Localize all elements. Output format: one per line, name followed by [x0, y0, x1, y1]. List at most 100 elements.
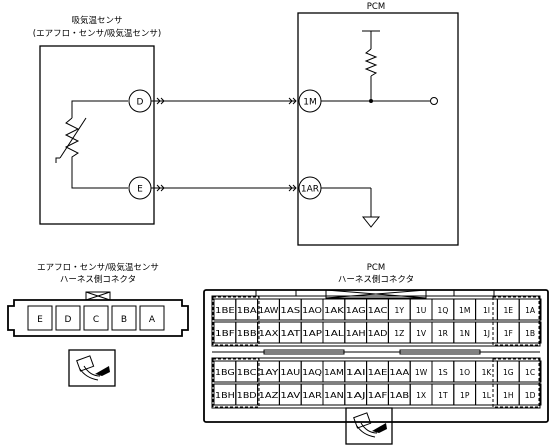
pcm-harness-side-view-icon [345, 407, 393, 445]
pcm-connector-pin-label: 1Q [437, 306, 448, 315]
pcm-connector-pin-label: 1AO [302, 306, 322, 315]
pcm-connector-pin-label: 1BE [215, 306, 235, 315]
pcm-connector-pin-label: 1R [438, 329, 449, 338]
pcm-connector-pin-cell [518, 360, 542, 383]
pcm-connector-pin-label: 1E [503, 306, 513, 315]
sensor-connector-pin-label: E [37, 315, 43, 325]
pcm-pin-1ar-label: 1AR [301, 185, 319, 195]
sensor-subtitle: (エアフロ・センサ/吸気温センサ) [33, 28, 162, 39]
pcm-connector-pin-label: 1BF [215, 329, 235, 338]
pcm-connector-pin-label: 1S [438, 368, 448, 377]
sensor-connector-pin-label: C [93, 315, 99, 325]
thermistor-symbol [55, 117, 87, 163]
connector-chevrons-pcm-1m [288, 97, 297, 105]
pcm-connector-pin-label: 1M [459, 306, 470, 315]
sensor-connector-pin-label: A [149, 315, 156, 325]
pcm-connector-pin-label: 1F [504, 329, 513, 338]
pcm-connector-pin-label: 1N [459, 329, 470, 338]
sensor-connector-pin-cell [27, 305, 53, 331]
connector-chevrons-sensor-d [156, 97, 165, 105]
pcm-connector-pin-label: 1O [459, 368, 470, 377]
pcm-connector-pin-cell [518, 298, 542, 321]
sensor-connector-pin-cell [83, 305, 109, 331]
pcm-connector-pin-label: 1T [438, 391, 448, 400]
sensor-connector-pin-label: D [65, 315, 72, 325]
pcm-title: PCM [367, 2, 385, 12]
pcm-connector-pin-label: 1AB [389, 391, 409, 400]
connector-chevrons-pcm-1ar [288, 184, 297, 192]
sensor-pin-e-label: E [137, 185, 143, 195]
pcm-connector-pin-label: 1AV [280, 391, 301, 400]
pcm-connector-pin-label: 1AM [324, 368, 344, 377]
pcm-connector-pin-label: 1AR [302, 391, 323, 400]
pcm-connector-pin-label: 1AZ [259, 391, 279, 400]
pcm-connector-pin-label: 1AY [259, 368, 279, 377]
thermistor-wire [71, 100, 128, 189]
harness-side-view-icon [68, 349, 116, 387]
sensor-pin-d-label: D [137, 98, 144, 108]
pcm-connector-pin-label: 1G [503, 368, 514, 377]
sensor-connector-pin-cell [55, 305, 81, 331]
sensor-connector-face [7, 291, 189, 337]
sensor-box [39, 45, 155, 225]
pcm-connector-pin-label: 1I [483, 306, 490, 315]
pcm-connector-pin-label: 1AI [346, 368, 366, 377]
sensor-connector-title-1: エアフロ・センサ/吸気温センサ [37, 262, 159, 273]
pcm-connector-pin-label: 1AQ [302, 368, 322, 377]
sensor-connector-pin-cell [139, 305, 165, 331]
pcm-connector-pin-label: 1W [415, 368, 428, 377]
pcm-connector-pin-label: 1U [416, 306, 426, 315]
pcm-connector-pin-cell [518, 383, 542, 406]
pcm-connector-pin-label: 1AL [324, 329, 345, 338]
pcm-connector-pin-label: 1AC [368, 306, 388, 315]
pcm-connector-pin-label: 1AD [368, 329, 388, 338]
pcm-connector-pin-label: 1BH [215, 391, 235, 400]
pcm-connector-pin-label: 1X [416, 391, 426, 400]
pcm-connector-pin-label: 1BA [237, 306, 258, 315]
pcm-connector-pin-label: 1AG [346, 306, 366, 315]
pcm-box [297, 12, 459, 246]
pcm-connector-pin-label: 1AP [302, 329, 322, 338]
pcm-connector-title-2: ハーネス側コネクタ [338, 274, 414, 285]
pcm-connector-pin-label: 1AT [280, 329, 300, 338]
pcm-connector-pin-label: 1AK [324, 306, 345, 315]
pcm-connector-pin-label: 1AN [324, 391, 344, 400]
pcm-pin-1m-label: 1M [303, 98, 317, 108]
pcm-connector-pin-label: 1BC [237, 368, 257, 377]
pcm-connector-pin-label: 1AW [259, 306, 279, 315]
pcm-connector-pin-label: 1V [416, 329, 427, 338]
pcm-connector-pin-label: 1D [525, 391, 536, 400]
pcm-connector-pin-label: 1AX [259, 329, 279, 338]
pcm-connector-pin-label: 1AU [280, 368, 300, 377]
pcm-connector-pin-label: 1BG [215, 368, 235, 377]
pcm-connector-pin-label: 1H [503, 391, 514, 400]
pcm-connector-pin-label: 1BD [237, 391, 257, 400]
pcm-connector-title-1: PCM [367, 263, 385, 273]
pcm-connector-pin-label: 1C [525, 368, 535, 377]
pcm-connector-pin-label: 1Y [395, 306, 405, 315]
pcm-connector-pin-label: 1Z [394, 329, 404, 338]
pcm-connector-pin-label: 1P [460, 391, 470, 400]
sensor-connector-pin-cell [111, 305, 137, 331]
pcm-connector-pin-cell [518, 321, 542, 344]
pcm-connector-pin-label: 1A [525, 306, 536, 315]
pcm-connector-pin-label: 1AA [389, 368, 410, 377]
pcm-connector-pin-label: 1AH [346, 329, 366, 338]
pcm-connector-pin-label: 1J [483, 329, 490, 338]
pcm-connector-pin-label: 1AJ [346, 391, 366, 400]
sensor-connector-pin-label: B [121, 315, 127, 325]
pcm-connector-pin-label: 1L [482, 391, 492, 400]
pcm-internal-circuit [321, 30, 438, 228]
pcm-connector-pin-label: 1AS [280, 306, 300, 315]
pcm-connector-pin-label: 1BB [237, 329, 257, 338]
pcm-connector-pin-label: 1AE [368, 368, 388, 377]
pcm-connector-pin-label: 1K [482, 368, 493, 377]
sensor-connector-title-2: ハーネス側コネクタ [60, 274, 136, 285]
sensor-title: 吸気温センサ [71, 15, 122, 26]
pcm-connector-pin-label: 1B [525, 329, 535, 338]
pcm-connector-pin-label: 1AF [368, 391, 388, 400]
connector-chevrons-sensor-e [156, 184, 165, 192]
